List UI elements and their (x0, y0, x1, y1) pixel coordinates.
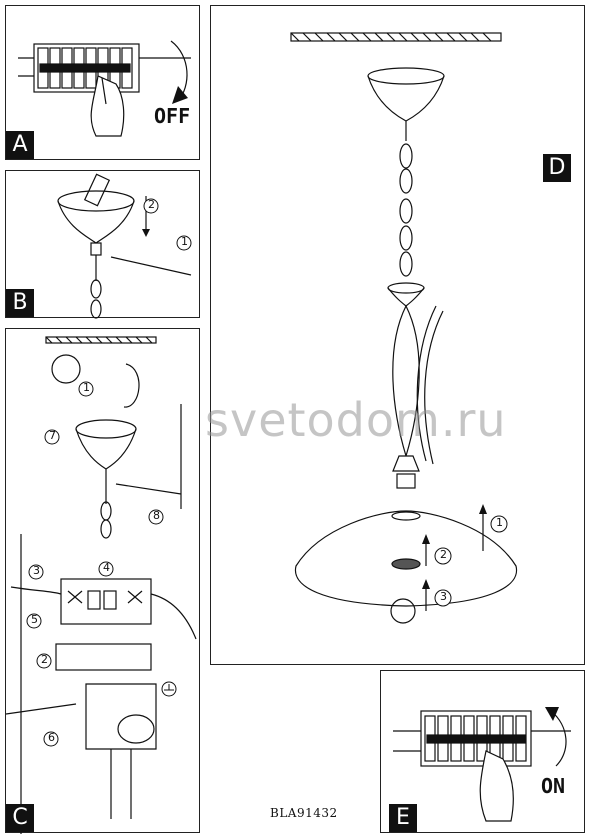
panel-b: 2 1 B (5, 170, 200, 319)
wiring-illustration (6, 336, 197, 834)
panel-d: 1 2 3 D (210, 5, 585, 665)
step-3: 3 (440, 590, 447, 603)
step-1: 1 (181, 235, 188, 248)
rotate-arrow-icon (550, 710, 567, 767)
step-2: 2 (440, 548, 447, 561)
screwdriver-icon (110, 256, 192, 276)
step-2: 2 (41, 653, 48, 666)
step-6: 6 (48, 731, 55, 744)
model-code: BLA91432 (270, 806, 338, 820)
ground-symbol-icon (161, 681, 177, 697)
step-4: 4 (103, 561, 110, 574)
watermark: svetodom.ru (205, 393, 507, 447)
panel-a: A OFF (5, 5, 200, 160)
step-3: 3 (33, 564, 40, 577)
hook-icon (123, 363, 140, 408)
panel-c: 1 7 8 3 4 5 2 6 C (5, 328, 200, 834)
panel-label: A (6, 131, 34, 159)
pendant-lamp-illustration (290, 32, 518, 624)
panel-label: B (6, 289, 34, 317)
screwdriver-icon (6, 703, 77, 715)
on-text: ON (541, 774, 566, 798)
step-1: 1 (496, 516, 503, 529)
glass-shade (294, 510, 518, 607)
off-text: OFF (154, 104, 191, 128)
panel-label: D (543, 154, 571, 182)
hand-icon (479, 750, 514, 822)
step-2: 2 (148, 198, 155, 211)
breaker-off-illustration (18, 40, 191, 137)
panel-label: E (389, 804, 417, 832)
step-1: 1 (83, 381, 90, 394)
panel-e: ON E (380, 670, 585, 833)
breaker-on-illustration (393, 707, 571, 822)
panel-label: C (6, 804, 34, 832)
step-8: 8 (153, 509, 160, 522)
step-7: 7 (49, 429, 56, 442)
hand-icon (90, 75, 125, 137)
canopy-screw-illustration (57, 173, 192, 319)
terminal-block (60, 578, 152, 625)
light-bulb-icon (390, 598, 416, 624)
step-5: 5 (31, 613, 38, 626)
screw-plug-icon (51, 354, 81, 384)
